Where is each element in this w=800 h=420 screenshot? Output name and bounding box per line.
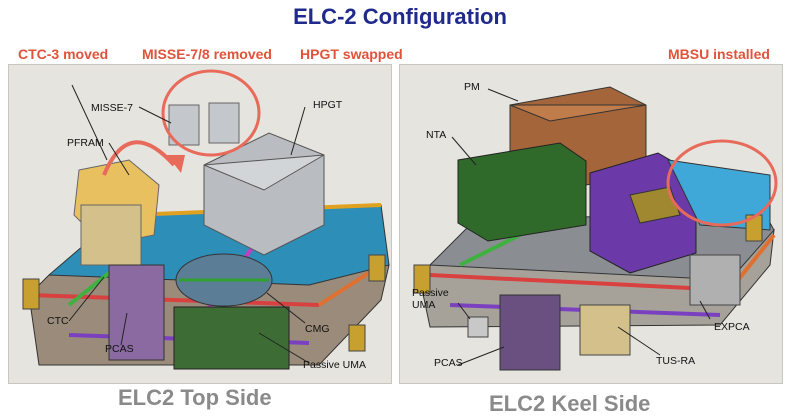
- label-passive-uma-top: Passive UMA: [303, 359, 367, 371]
- label-expca: EXPCA: [714, 321, 750, 333]
- top-side-panel: MISSE-7 HPGT PFRAM CTC PCAS CMG Passive …: [8, 64, 392, 384]
- label-pcas-top: PCAS: [105, 343, 134, 355]
- keel-side-caption: ELC2 Keel Side: [489, 391, 651, 416]
- label-pfram: PFRAM: [67, 137, 104, 149]
- label-ctc: CTC: [47, 315, 69, 327]
- label-hpgt-top: HPGT: [313, 99, 343, 111]
- mbsu-installed-annotation: MBSU installed: [668, 46, 770, 62]
- keel-side-illustration: [413, 86, 778, 371]
- hpgt-swapped-annotation: HPGT swapped: [300, 46, 403, 62]
- misse-removed-annotation: MISSE-7/8 removed: [142, 46, 272, 62]
- top-side-caption: ELC2 Top Side: [118, 385, 272, 410]
- label-misse7: MISSE-7: [91, 102, 134, 114]
- keel-side-panel: PM NTA Passive UMA PCAS EXPCA TUS-RA: [399, 64, 783, 384]
- label-tus-ra: TUS-RA: [656, 355, 696, 367]
- ctc3-moved-annotation: CTC-3 moved: [18, 46, 109, 62]
- label-pm: PM: [464, 81, 480, 93]
- label-nta: NTA: [426, 129, 447, 141]
- label-cmg: CMG: [305, 323, 330, 335]
- label-uma-keel: UMA: [412, 299, 436, 311]
- label-pcas-keel: PCAS: [434, 357, 463, 369]
- diagram-title: ELC-2 Configuration: [293, 4, 507, 29]
- top-side-illustration: [22, 69, 390, 370]
- label-passive-keel: Passive: [412, 287, 449, 299]
